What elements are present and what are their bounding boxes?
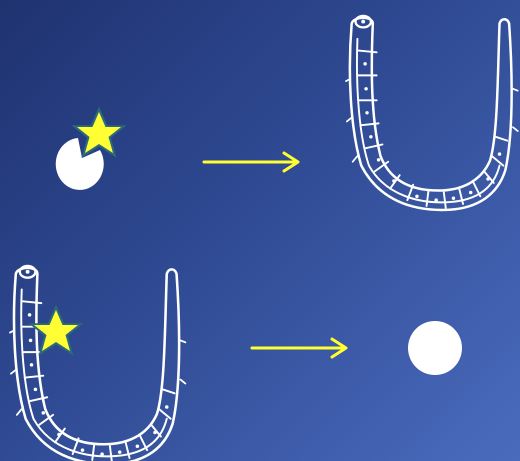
sphere-shape <box>408 321 462 375</box>
u-shaped-segmented-body-with-star <box>10 266 185 461</box>
arrow-right-icon <box>204 153 298 171</box>
u-shaped-segmented-body <box>346 16 518 210</box>
arrow-right-icon <box>252 339 346 357</box>
